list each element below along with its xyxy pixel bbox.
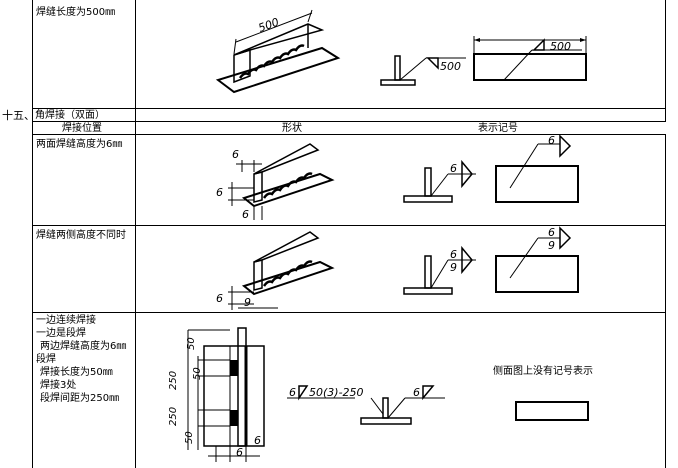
row1-label: 两面焊缝高度为6㎜: [36, 139, 123, 150]
row-line-section: [32, 121, 666, 122]
row3-line: 段焊: [36, 354, 56, 365]
dim-50-c: 50: [184, 431, 195, 444]
row3-note: 侧面图上没有记号表示: [493, 366, 593, 377]
fillet-both-side-view: 6: [495, 134, 579, 203]
dim-6-seg-2: 6: [413, 386, 420, 399]
dim-500-sym: 500: [440, 60, 461, 73]
row0-label: 焊缝长度为500㎜: [36, 7, 116, 18]
intermittent-weld-drawing: 50 250 50 250 50 6 6: [168, 327, 265, 462]
dim-50-b: 50: [192, 367, 203, 380]
dim-6-sym: 6: [450, 162, 457, 175]
dim-6-top: 6: [232, 148, 239, 161]
dim-6-sym-2: 6: [450, 248, 457, 261]
section-title: 角焊接（双面）: [35, 110, 105, 121]
dim-500-side: 500: [550, 40, 571, 53]
dim-6-b1: 6: [236, 446, 243, 459]
right-border-lower: [665, 134, 666, 468]
seg-symbol-text: 50(3)-250: [309, 386, 364, 399]
dim-6-side-2: 6: [548, 226, 555, 239]
dim-6-b2: 6: [254, 434, 261, 447]
dim-9-bottom: 9: [244, 296, 251, 309]
header-shape: 形状: [282, 123, 302, 134]
weld-length-side-view: 500: [473, 36, 587, 81]
row3-label: 一边连续焊接 一边是段焊 两边焊缝高度为6㎜ 段焊 焊接长度为50㎜ 焊接3处 …: [36, 314, 126, 405]
intermittent-side-view: [515, 401, 589, 421]
row-line-header: [32, 134, 666, 135]
dim-250-b: 250: [168, 407, 179, 426]
fillet-both-section-symbol: 6: [403, 159, 476, 203]
left-border: [32, 0, 33, 468]
intermittent-weld-symbol: 6 50(3)-250 6: [287, 385, 445, 425]
row-line-2: [32, 312, 666, 313]
dim-9-side: 9: [548, 239, 555, 252]
dim-6-side: 6: [548, 134, 555, 147]
row3-line: 段焊间距为250㎜: [40, 393, 120, 404]
row3-line: 一边连续焊接: [36, 315, 96, 326]
right-border: [665, 0, 666, 122]
section-number: 十五、: [2, 109, 35, 122]
dim-6-left: 6: [216, 186, 223, 199]
fillet-unequal-isometric: 6 9: [216, 231, 335, 310]
header-symbol: 表示记号: [478, 123, 518, 134]
dim-250-a: 250: [168, 371, 179, 390]
weld-length-section-symbol: 500: [380, 55, 466, 86]
weld-length-isometric: 500: [215, 9, 341, 94]
dim-500-iso: 500: [257, 15, 281, 34]
row-line-1: [32, 225, 666, 226]
row-line-top: [32, 108, 666, 109]
dim-6-bottom: 6: [242, 208, 249, 221]
dim-6-seg: 6: [289, 386, 296, 399]
col-divider: [135, 0, 136, 468]
fillet-unequal-section-symbol: 6 9: [403, 245, 476, 295]
row2-label: 焊缝两侧高度不同时: [36, 230, 126, 241]
header-position: 焊接位置: [62, 123, 102, 134]
dim-9-sym: 9: [450, 261, 457, 274]
fillet-both-isometric: 6 6 6: [216, 143, 335, 221]
row3-line: 焊接3处: [40, 380, 77, 391]
row3-line: 一边是段焊: [36, 328, 86, 339]
dim-50-a: 50: [186, 337, 197, 350]
dim-6-left-2: 6: [216, 292, 223, 305]
row3-line: 两边焊缝高度为6㎜: [40, 341, 127, 352]
row3-line: 焊接长度为50㎜: [40, 367, 113, 378]
fillet-unequal-side-view: 6 9: [495, 226, 579, 293]
